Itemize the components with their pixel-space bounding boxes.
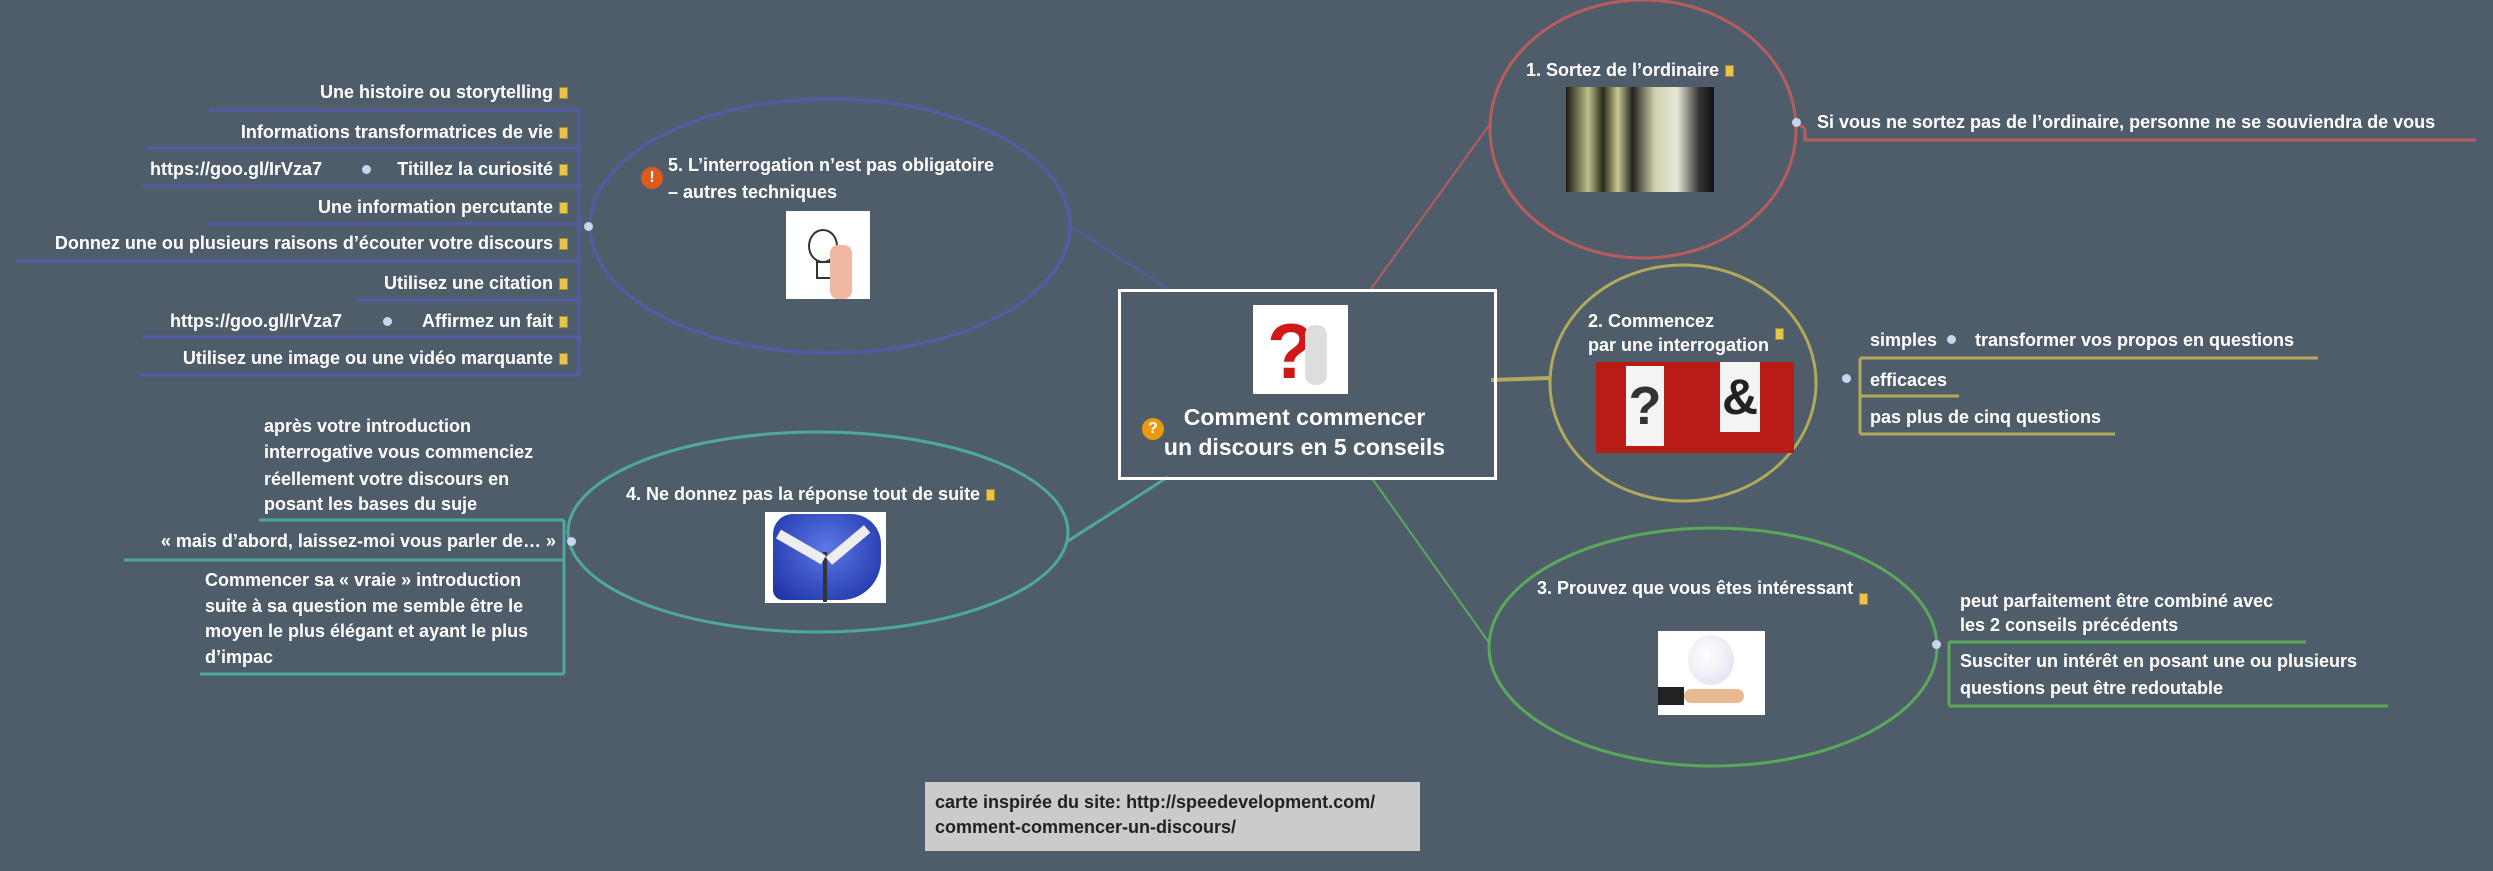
question-icon: ? — [1142, 418, 1164, 440]
branch4-title[interactable]: 4. Ne donnez pas la réponse tout de suit… — [626, 483, 996, 505]
central-image-question-mark: ? — [1253, 305, 1348, 394]
central-title-line2: un discours en 5 conseils — [1163, 434, 1446, 460]
branch1-image-stormtroopers — [1566, 87, 1714, 192]
source-caption-line1: carte inspirée du site: http://speedevel… — [935, 792, 1376, 812]
branch2-leaf-efficaces[interactable]: efficaces — [1870, 370, 1948, 390]
branch2-node — [1548, 263, 1818, 503]
note-icon[interactable] — [986, 489, 996, 502]
branch5-title-line1[interactable]: 5. L’interrogation n’est pas obligatoire — [668, 155, 995, 175]
branch2-leaf-simples[interactable]: simples — [1870, 330, 1938, 350]
collapse-toggle[interactable] — [567, 537, 576, 546]
note-icon[interactable] — [559, 316, 568, 329]
branch5-leaf-informations[interactable]: Informations transformatrices de vie — [241, 121, 568, 143]
note-icon[interactable] — [1859, 593, 1869, 606]
branch2-leaf-cinq-questions[interactable]: pas plus de cinq questions — [1870, 407, 2102, 427]
branch5-leaf-citation[interactable]: Utilisez une citation — [384, 272, 568, 294]
branch4-leaf3-line4[interactable]: d’impac — [205, 647, 274, 667]
branch4-leaf1-line2[interactable]: interrogative vous commenciez — [264, 442, 534, 462]
branch5-link-1[interactable]: https://goo.gl/IrVza7 — [150, 159, 323, 179]
branch4-leaf2[interactable]: « mais d’abord, laissez-moi vous parler … — [160, 531, 556, 551]
branch4-leaf3-line3[interactable]: moyen le plus élégant et ayant le plus — [205, 621, 529, 641]
collapse-toggle[interactable] — [1842, 374, 1851, 383]
collapse-toggle[interactable] — [383, 317, 392, 326]
branch4-leaf3-line1[interactable]: Commencer sa « vraie » introduction — [205, 570, 522, 590]
note-icon[interactable] — [559, 127, 568, 140]
branch5-leaf-percutante[interactable]: Une information percutante — [318, 196, 568, 218]
branch2-title-line1[interactable]: 2. Commencez — [1588, 311, 1715, 331]
note-icon[interactable] — [559, 164, 568, 177]
branch5-leaf-image-video[interactable]: Utilisez une image ou une vidéo marquant… — [183, 347, 568, 369]
collapse-toggle[interactable] — [362, 165, 371, 174]
collapse-toggle[interactable] — [584, 222, 593, 231]
source-caption-line2: comment-commencer-un-discours/ — [935, 817, 1237, 837]
note-icon[interactable] — [1775, 328, 1785, 341]
note-icon[interactable] — [559, 238, 568, 251]
exclamation-icon: ! — [641, 167, 663, 189]
branch4-leaf1-line1[interactable]: après votre introduction — [264, 416, 472, 436]
branch1-node — [1488, 0, 1798, 260]
note-icon[interactable] — [559, 278, 568, 291]
branch4-leaf3-line2[interactable]: suite à sa question me semble être le — [205, 596, 524, 616]
note-icon[interactable] — [559, 353, 568, 366]
note-icon[interactable] — [1725, 65, 1735, 78]
branch3-leaf1-line2[interactable]: les 2 conseils précédents — [1960, 615, 2179, 635]
branch5-leaf-curiosite[interactable]: Titillez la curiosité — [397, 158, 568, 180]
collapse-toggle[interactable] — [1792, 118, 1801, 127]
branch3-title[interactable]: 3. Prouvez que vous êtes intéressant — [1537, 577, 1869, 606]
branch3-image-hand-sphere — [1658, 631, 1765, 715]
branch3-leaf1-line1[interactable]: peut parfaitement être combiné avec — [1960, 591, 2274, 611]
branch1-title[interactable]: 1. Sortez de l’ordinaire — [1526, 59, 1735, 81]
central-topic[interactable] — [1118, 289, 1497, 480]
note-icon[interactable] — [559, 202, 568, 215]
branch5-link-2[interactable]: https://goo.gl/IrVza7 — [170, 311, 343, 331]
collapse-toggle[interactable] — [1947, 335, 1956, 344]
branch4-image-questions-answers-sign — [765, 512, 886, 603]
branch3-leaf2-line2[interactable]: questions peut être redoutable — [1960, 678, 2224, 698]
branch5-leaf-raisons[interactable]: Donnez une ou plusieurs raisons d’écoute… — [55, 232, 568, 254]
branch5-leaf-fait[interactable]: Affirmez un fait — [422, 310, 568, 332]
branch2-image-question-ampersand: ? & — [1596, 362, 1794, 453]
branch4-node — [566, 430, 1070, 634]
branch5-title-line2[interactable]: – autres techniques — [668, 182, 838, 202]
branch3-leaf2-line1[interactable]: Susciter un intérêt en posant une ou plu… — [1960, 651, 2358, 671]
central-title-line1: Comment commencer — [1183, 404, 1426, 430]
branch4-leaf1-line3[interactable]: réellement votre discours en — [264, 469, 510, 489]
collapse-toggle[interactable] — [1932, 640, 1941, 649]
note-icon[interactable] — [559, 87, 568, 100]
branch1-leaf[interactable]: Si vous ne sortez pas de l’ordinaire, pe… — [1817, 112, 2436, 132]
branch5-image-lightbulb-hand — [786, 211, 870, 299]
source-caption: carte inspirée du site: http://speedevel… — [925, 782, 1420, 851]
branch2-leaf-transformer[interactable]: transformer vos propos en questions — [1975, 330, 2295, 350]
branch2-title-line2[interactable]: par une interrogation — [1588, 328, 1785, 356]
branch4-leaf1-line4[interactable]: posant les bases du suje — [264, 494, 478, 514]
branch5-leaf-storytelling[interactable]: Une histoire ou storytelling — [320, 81, 568, 103]
